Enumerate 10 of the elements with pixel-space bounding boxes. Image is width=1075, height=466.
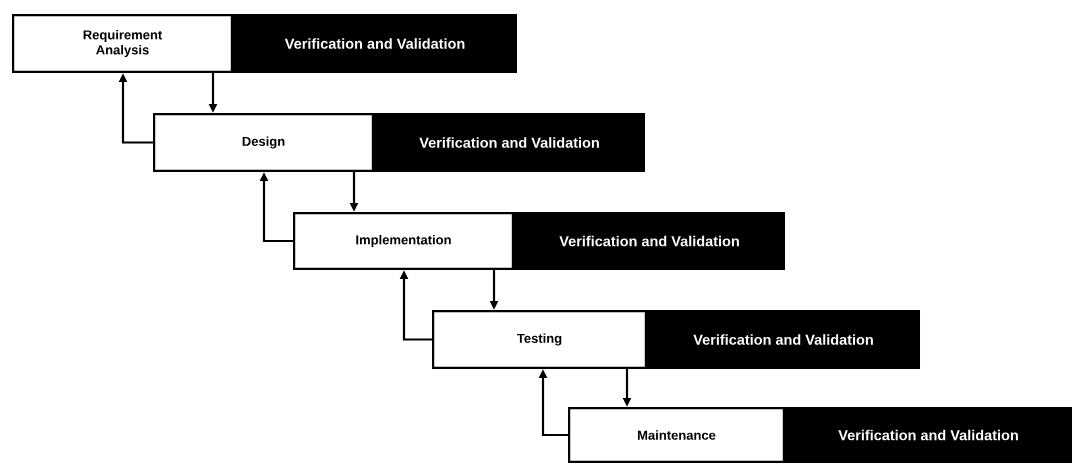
phase-box: Design <box>153 113 374 172</box>
phase-box: Testing <box>432 310 647 369</box>
verification-box: Verification and Validation <box>374 113 645 172</box>
verification-box: Verification and Validation <box>514 212 785 270</box>
phase-box: Implementation <box>293 212 514 270</box>
verification-box: Verification and Validation <box>785 407 1072 463</box>
phase-box: Requirement Analysis <box>12 14 233 73</box>
verification-box: Verification and Validation <box>233 14 517 73</box>
verification-box: Verification and Validation <box>647 310 920 369</box>
phase-box: Maintenance <box>568 407 785 463</box>
